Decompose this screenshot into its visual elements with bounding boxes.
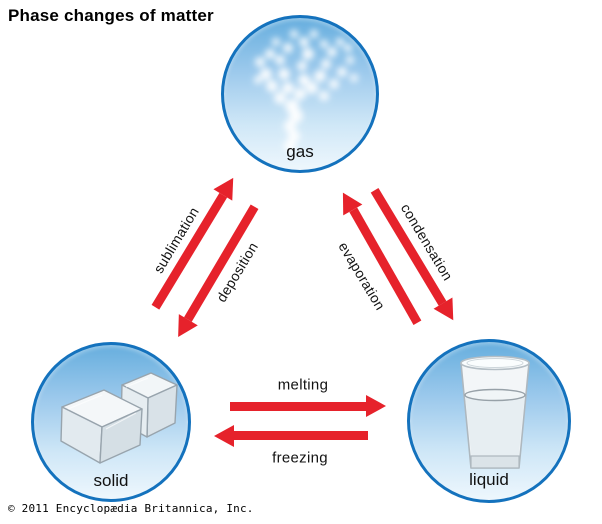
gas-node-label: gas xyxy=(286,142,314,161)
page-title: Phase changes of matter xyxy=(8,6,214,25)
solid-node-circle: solid xyxy=(31,342,191,502)
arrow-shaft xyxy=(234,431,368,441)
arrow-head xyxy=(366,395,386,417)
ice-cubes-icon xyxy=(60,372,178,464)
arrow-head xyxy=(214,425,234,447)
freezing-arrow xyxy=(214,425,368,447)
melting-label: melting xyxy=(277,376,329,394)
liquid-node-label: liquid xyxy=(469,470,509,489)
copyright-notice: © 2011 Encyclopædia Britannica, Inc. xyxy=(8,502,254,515)
melting-arrow xyxy=(230,395,386,417)
water-glass-icon xyxy=(460,355,530,469)
water-vapor-icon xyxy=(254,30,358,152)
solid-node-label: solid xyxy=(93,471,129,490)
gas-node-circle: gas xyxy=(221,15,379,173)
liquid-node-circle: liquid xyxy=(407,339,571,503)
freezing-label: freezing xyxy=(272,449,328,467)
arrow-shaft xyxy=(230,401,366,411)
